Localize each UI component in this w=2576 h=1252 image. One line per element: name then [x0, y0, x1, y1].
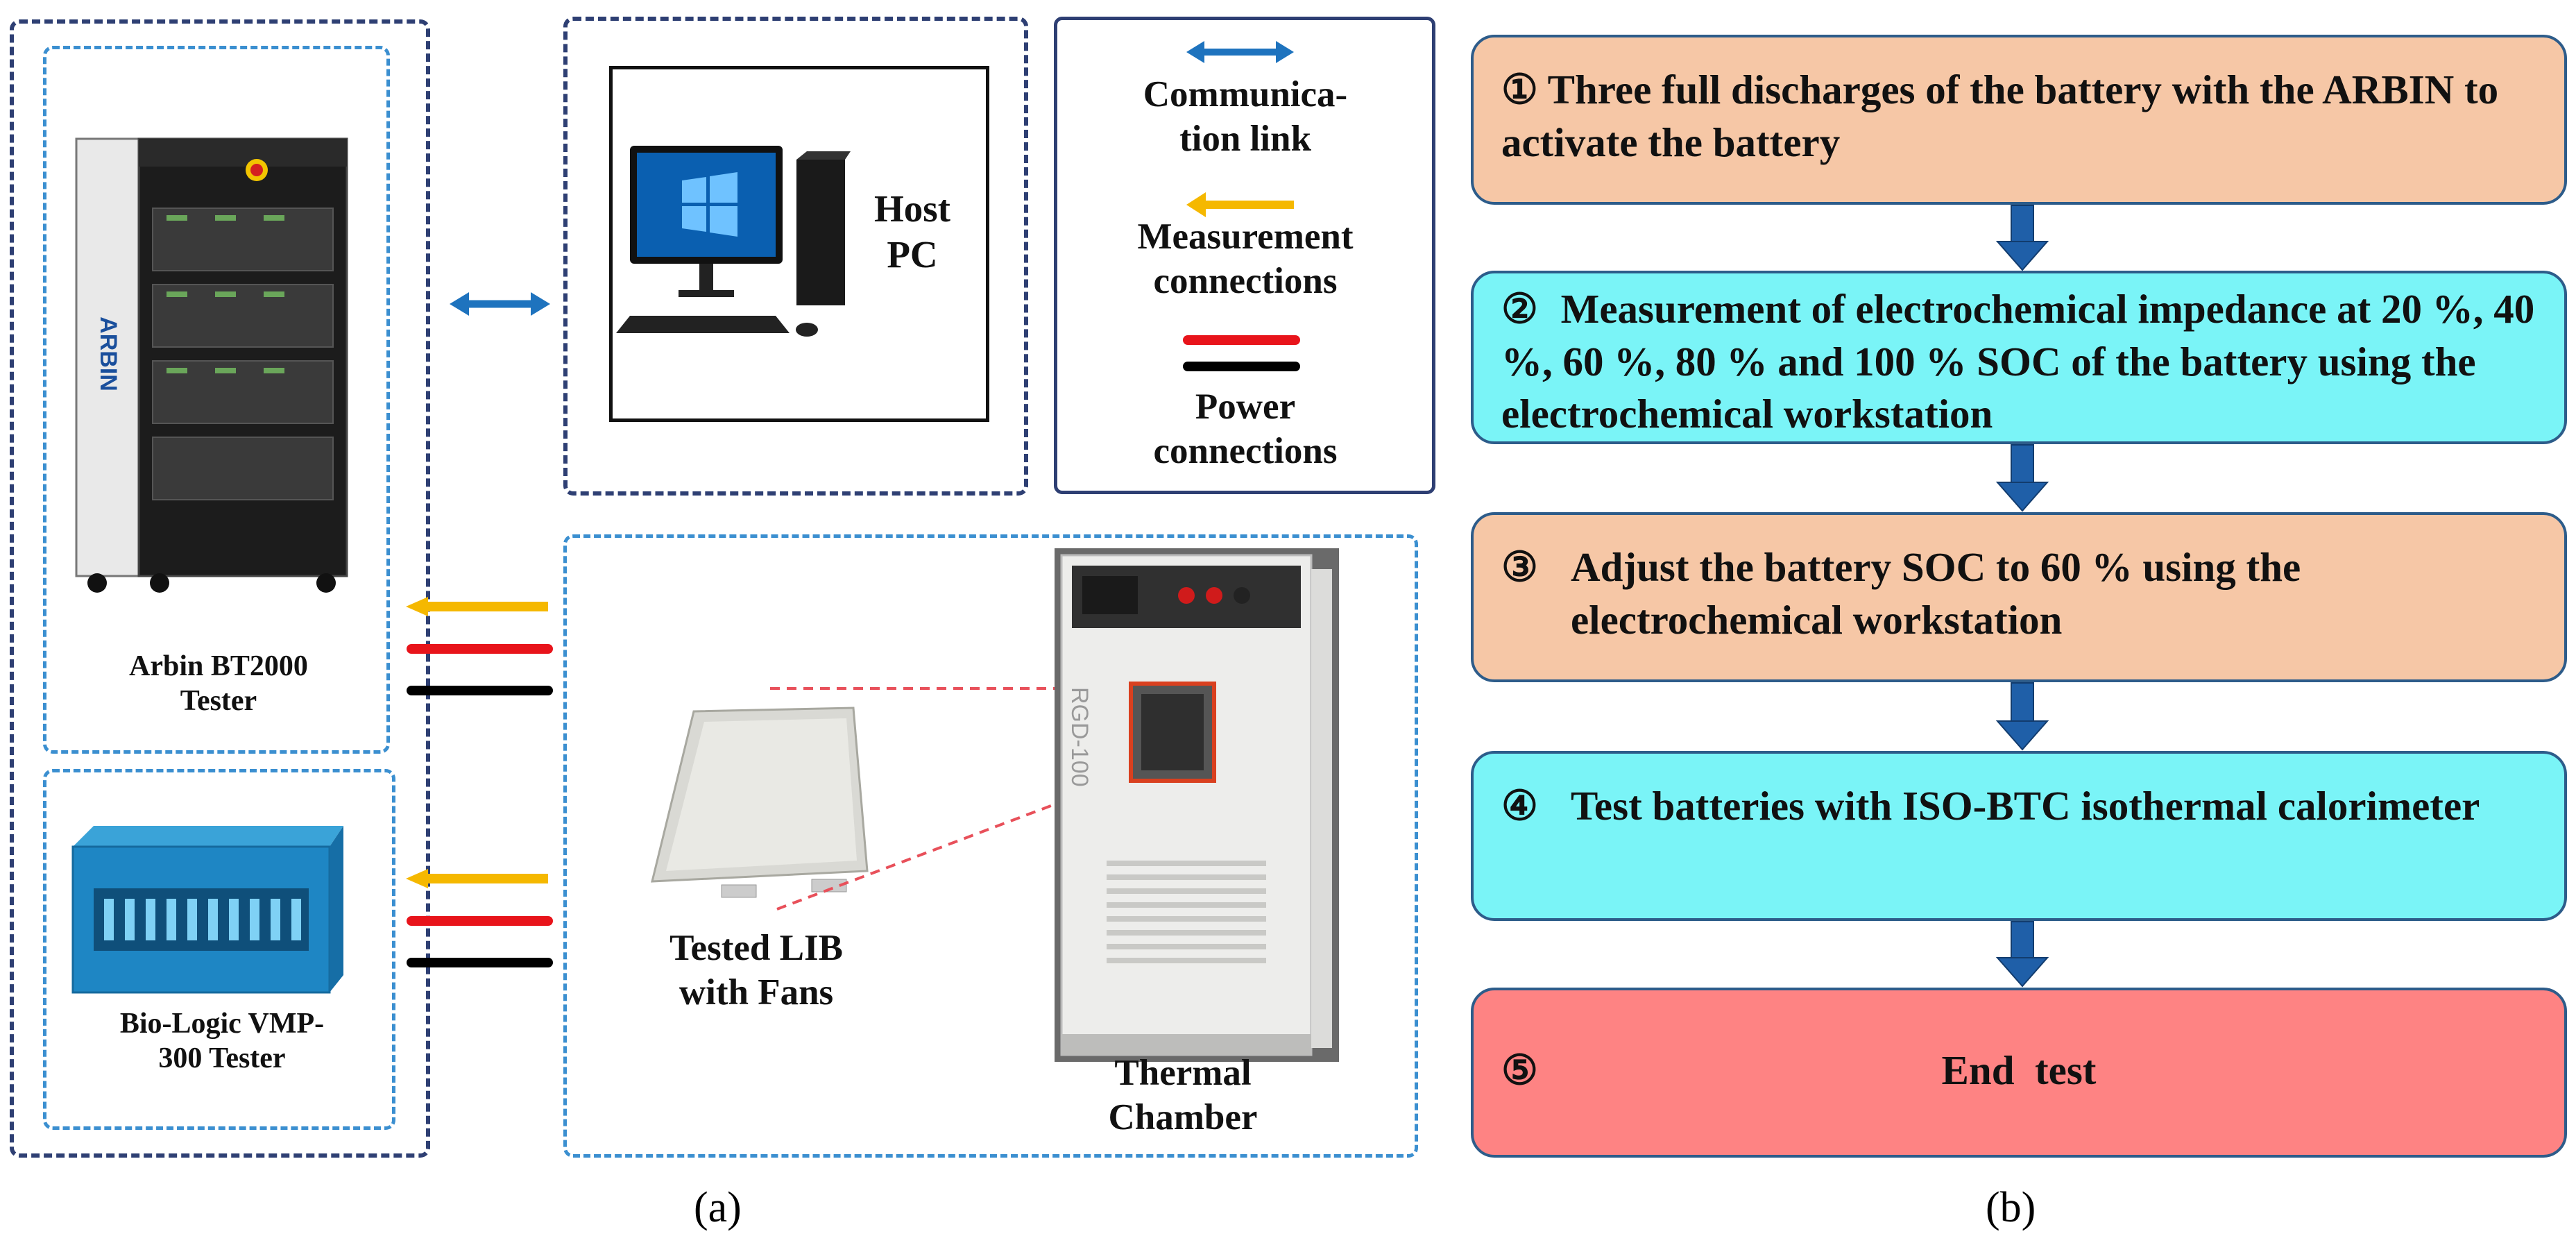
step-4-box: ④ Test batteries with ISO-BTC isothermal…: [1471, 751, 2567, 921]
chamber-label: Thermal Chamber: [1108, 1053, 1258, 1137]
biologic-device-image: [71, 826, 343, 994]
communication-arrow: [450, 292, 550, 316]
flow-arrow-3: [1995, 682, 2049, 751]
measurement-legend-arrow: [1186, 192, 1294, 217]
testers-group-frame: [10, 19, 430, 1158]
chamber-brand-text: RGD-100: [1066, 687, 1093, 787]
caption-b: (b): [1986, 1184, 2036, 1231]
biologic-connection-lines: [406, 869, 553, 967]
arbin-connection-lines: [406, 597, 553, 695]
step-4-text: Test batteries with ISO-BTC isothermal c…: [1571, 783, 2480, 829]
flow-arrow-4: [1995, 921, 2049, 988]
arbin-label: Arbin BT2000 Tester: [129, 650, 308, 718]
step-1-box: ① Three full discharges of the battery w…: [1471, 35, 2567, 205]
step-2-text: Measurement of electrochemical impedance…: [1501, 286, 2535, 437]
biologic-label: Bio-Logic VMP- 300 Tester: [119, 1008, 325, 1075]
step-3-text: Adjust the battery SOC to 60 % using the…: [1571, 544, 2301, 643]
step-5-box: ⑤ End test: [1471, 988, 2567, 1158]
thermal-chamber-image: RGD-100: [1055, 548, 1339, 1062]
power-legend-lines: [1183, 335, 1300, 371]
host-pc-frame: [609, 66, 989, 422]
lib-label: Tested LIB with Fans: [669, 928, 843, 1013]
arbin-box: [43, 46, 390, 754]
test-setup-box: [563, 534, 1418, 1158]
caption-a: (a): [694, 1184, 742, 1231]
biologic-box: [43, 769, 395, 1130]
flow-arrow-2: [1995, 444, 2049, 512]
step-3-box: ③ Adjust the battery SOC to 60 % using t…: [1471, 512, 2567, 682]
host-pc-label: Host PC: [874, 187, 950, 276]
flow-arrow-1: [1995, 205, 2049, 271]
legend-power-label: Power connections: [1153, 387, 1338, 471]
step-2-number: ②: [1501, 286, 1538, 332]
step-5-number: ⑤: [1501, 1047, 1538, 1093]
step-2-box: ② Measurement of electrochemical impedan…: [1471, 271, 2567, 444]
step-4-number: ④: [1501, 783, 1538, 829]
lib-battery-image: [651, 707, 869, 898]
arbin-brand-text: ARBIN: [95, 316, 121, 391]
legend-communication-label: Communica- tion link: [1143, 74, 1348, 159]
step-5-text: End test: [1941, 1047, 2097, 1093]
communication-legend-arrow: [1186, 41, 1294, 63]
legend-box: [1054, 17, 1435, 494]
legend-measurement-label: Measurement connections: [1137, 217, 1354, 301]
desktop-computer-image: [616, 146, 851, 337]
step-1-text: Three full discharges of the battery wit…: [1501, 67, 2499, 165]
step-1-number: ①: [1501, 67, 1538, 112]
arbin-cabinet-image: ARBIN: [75, 137, 348, 593]
step-3-number: ③: [1501, 544, 1538, 590]
host-pc-box: [563, 17, 1028, 496]
